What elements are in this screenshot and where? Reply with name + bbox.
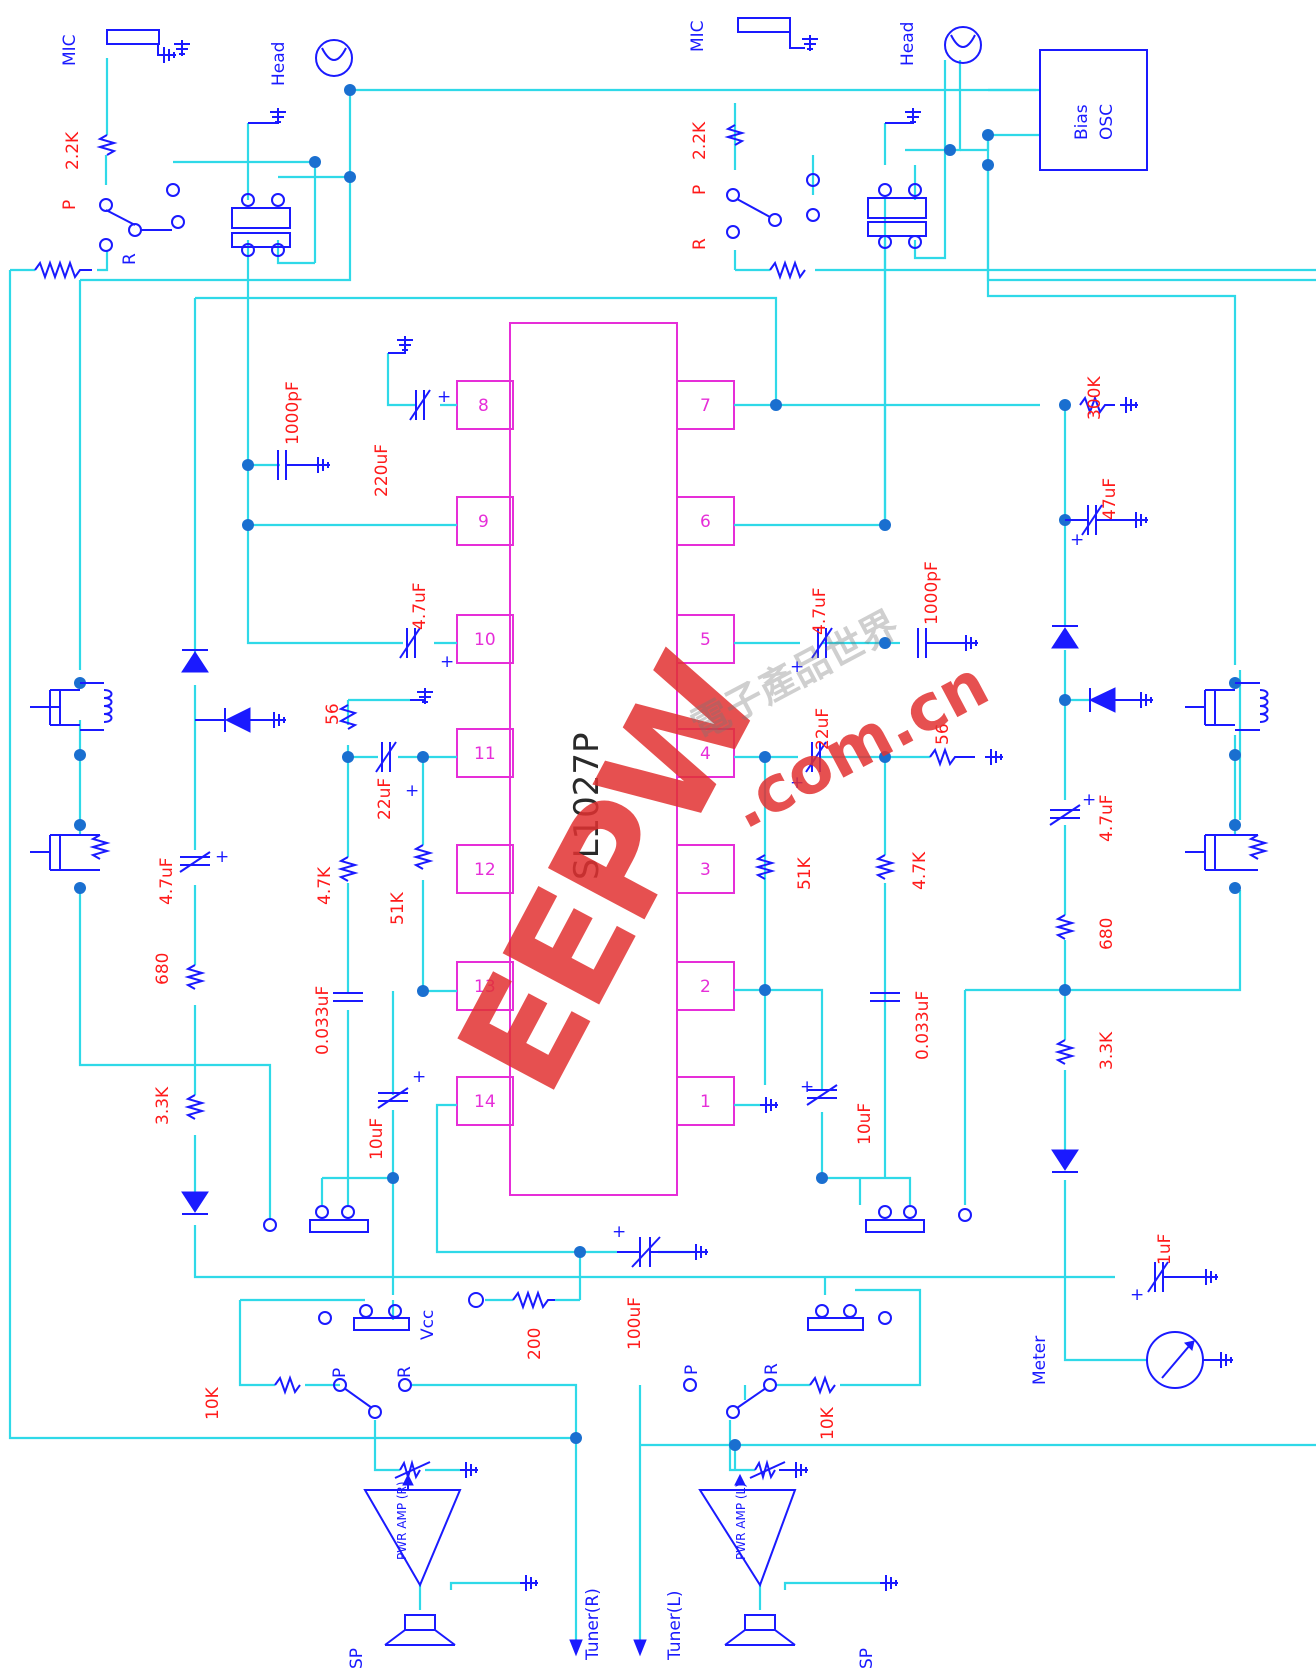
c-pin10-cap-label: 1000pF [283,381,303,445]
pin-1-label: 1 [700,1092,711,1112]
head-left-icon [315,39,353,77]
c-pin5-cap-label: 1000pF [922,561,942,625]
r-10k-right-label: 10K [818,1406,838,1440]
svg-text:+: + [437,387,451,407]
p-right2-label: P [682,1365,702,1375]
svg-text:+: + [790,773,804,793]
p-left2-label: P [330,1368,350,1378]
pin-12-label: 12 [474,860,496,880]
osc-label: OSC [1097,104,1117,140]
head-left-label: Head [269,42,289,86]
svg-text:+: + [800,1077,814,1097]
c-pin10-label: 4.7uF [410,582,430,630]
amp-right-label: PWR AMP (L) [734,1483,748,1560]
r-left-label: R [120,253,140,265]
pin-14-label: 14 [474,1092,496,1112]
svg-text:+: + [790,657,804,677]
mic-right-label: MIC [688,20,708,52]
r-pin3b-label: 4.7K [910,851,930,890]
pin-2-label: 2 [700,977,711,997]
pin-3-label: 3 [700,860,711,880]
r-300k-label: 300K [1085,376,1105,420]
mic-left-icon [106,29,160,45]
r-mic-left-label: 2.2K [63,131,83,170]
r-pin12a-label: 4.7K [315,866,335,905]
c-pin2-label: 0.033uF [913,991,933,1060]
pin-4-label: 4 [700,744,711,764]
meter-label: Meter [1030,1336,1050,1385]
p-left-label: P [60,200,80,210]
r-mic-right-label: 2.2K [690,121,710,160]
svg-text:+: + [1130,1285,1144,1305]
c-100-label: 100uF [625,1297,645,1350]
pin-11-label: 11 [474,744,496,764]
c-main-right-label: 4.7uF [1097,794,1117,842]
r-pin11-label: 56 [323,703,343,725]
pin-13-label: 13 [474,977,496,997]
c-main-left-label: 4.7uF [157,857,177,905]
svg-text:+: + [440,652,454,672]
c-meter-label: 1uF [1155,1234,1175,1265]
vcc-label: Vcc [418,1310,438,1340]
r-pin12b-label: 51K [388,891,408,925]
tuner-left-label: Tuner(R) [583,1588,603,1661]
svg-text:+: + [1082,790,1096,810]
speaker-right-icon [724,1614,796,1646]
chip-part-label: SL1027P [567,732,607,880]
sp-left-label: SP [347,1648,367,1669]
r-10k-left-label: 10K [203,1386,223,1420]
pin-7-label: 7 [700,396,711,416]
bias-label: Bias [1072,104,1092,140]
svg-text:+: + [1070,530,1084,550]
r-left2-label: R [395,1366,415,1378]
svg-text:+: + [405,781,419,801]
r-680-left-label: 680 [153,953,173,985]
c-pin13-label: 0.033uF [313,986,333,1055]
r-33-left-label: 3.3K [153,1086,173,1125]
p-right-label: P [690,185,710,195]
sp-right-label: SP [857,1648,877,1669]
pin-5-label: 5 [700,630,711,650]
pin-9-label: 9 [478,512,489,532]
amp-left-label: PWR AMP (R) [395,1481,409,1560]
bias-osc-box [1039,49,1148,171]
center-components: + 100uF 200 [468,1222,709,1360]
svg-text:+: + [412,1067,426,1087]
c-47-label: 47uF [1100,478,1120,520]
c-pin1-label: 10uF [855,1103,875,1145]
pin-6-label: 6 [700,512,711,532]
pin-8-label: 8 [478,396,489,416]
c-pin4-label: 22uF [813,708,833,750]
mic-right-icon [737,17,791,33]
mic-left-label: MIC [60,34,80,66]
r-680-right-label: 680 [1097,918,1117,950]
wires [8,58,1316,1640]
r-33-right-label: 3.3K [1097,1031,1117,1070]
r-right-label: R [690,238,710,250]
pwr-amp-r-icon [363,1489,462,1588]
speaker-left-icon [384,1614,456,1646]
svg-text:+: + [612,1222,626,1242]
r-200-label: 200 [525,1328,545,1360]
head-right-icon [944,26,982,64]
r-pin3-label: 51K [795,856,815,890]
right-channel: MIC Head Bias OSC 2.2K P R 300K + [633,17,1269,1669]
pwr-amp-l-icon [698,1489,797,1588]
c-pin8-label: 220uF [372,444,392,497]
svg-text:+: + [215,847,229,867]
c-pin11-label: 22uF [375,778,395,820]
r-pin4-label: 56 [933,723,953,745]
c-pin13b-label: 10uF [367,1118,387,1160]
left-channel: MIC Head 2.2K P R + 220uF [30,29,603,1669]
pin-10-label: 10 [474,630,496,650]
junctions [74,84,1241,1451]
c-pin5-label: 4.7uF [810,587,830,635]
tuner-right-label: Tuner(L) [665,1590,685,1661]
r-right2-label: R [762,1363,782,1375]
head-right-label: Head [898,22,918,66]
